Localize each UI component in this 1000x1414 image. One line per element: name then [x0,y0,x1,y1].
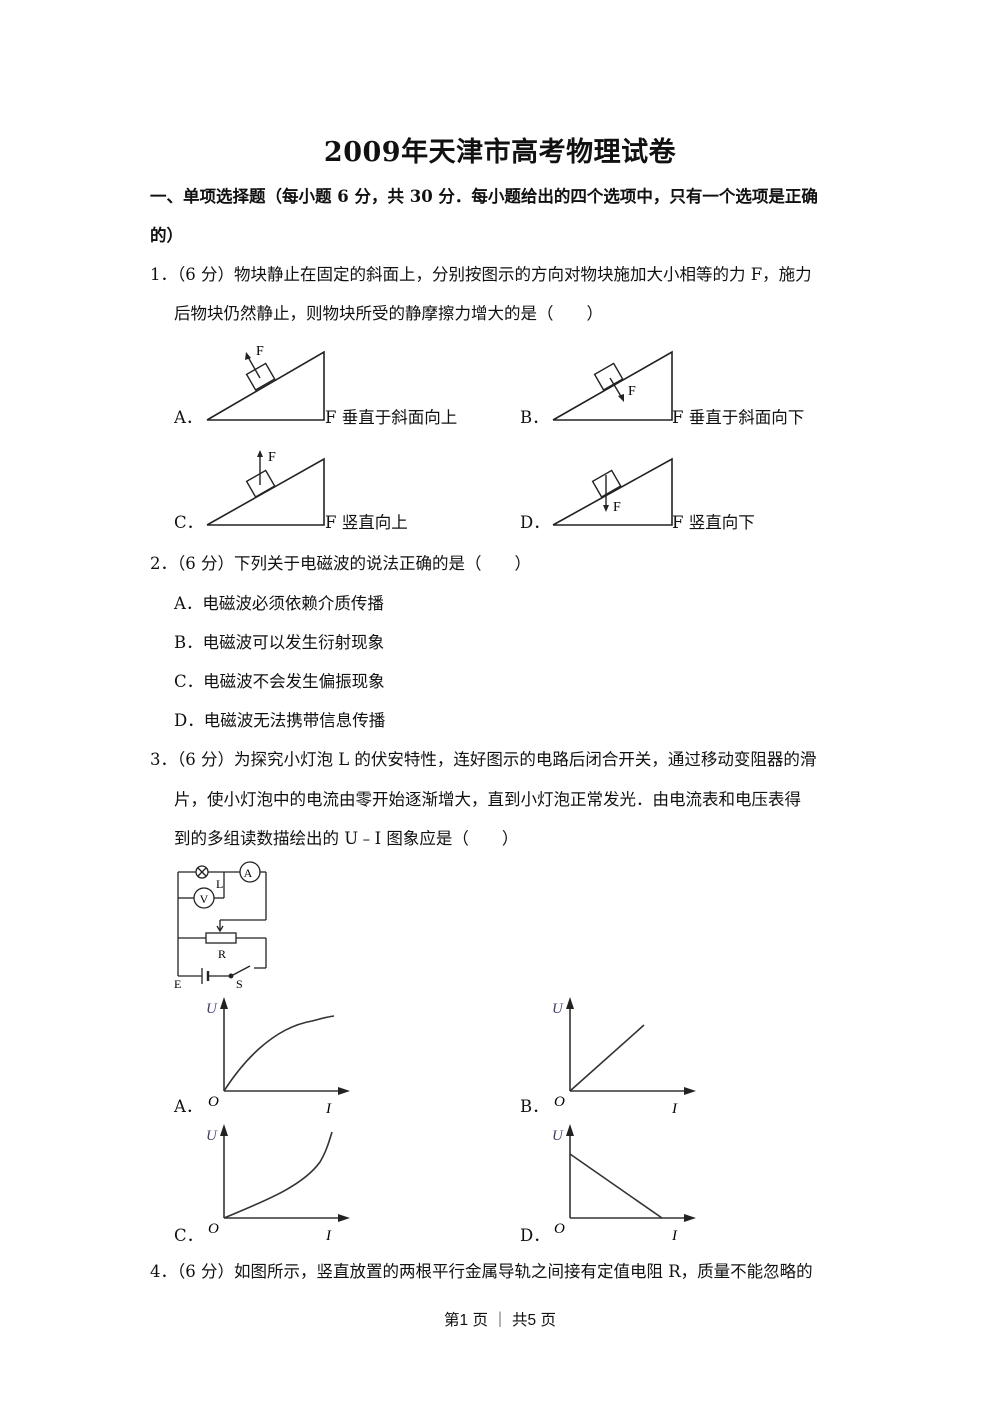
option-text: 电磁波无法携带信息传播 [203,711,386,730]
option-label: A． [174,1097,203,1116]
option-text: 电磁波不会发生偏振现象 [203,672,385,691]
svg-text:O: O [554,1221,565,1237]
svg-text:U: U [206,1128,218,1144]
q3-stem-line3: 到的多组读数描绘出的 U﹣I 图象应是（ ） [174,829,519,848]
q2-option-d[interactable]: D．电磁波无法携带信息传播 [174,707,385,731]
option-label: D． [174,711,204,730]
svg-text:I: I [671,1101,678,1115]
option-label: B． [174,633,203,652]
option-text: 电磁波必须依赖介质传播 [202,594,384,613]
incline-diagram-icon: F [552,457,673,526]
ui-graph-icon: U O I [206,1124,350,1244]
option-caption: F 竖直向上 [325,513,408,532]
option-label: C． [174,1226,204,1245]
incline-diagram-icon: F [206,450,325,526]
q2-stem: 2．（6 分）下列关于电磁波的说法正确的是（ ） [150,554,531,573]
svg-text:F: F [628,384,636,399]
option-label: C． [174,672,204,691]
option-label: D． [520,513,550,532]
q2-option-a[interactable]: A．电磁波必须依赖介质传播 [174,590,384,614]
svg-text:I: I [671,1228,678,1244]
svg-text:V: V [200,892,209,906]
svg-text:O: O [208,1221,219,1237]
q1-option-c[interactable]: C． F F 竖直向上 [174,445,494,532]
option-label: A． [174,594,203,613]
circuit-diagram-icon: A V L R E S [174,861,267,988]
q1-option-d[interactable]: D． F F 竖直向下 [520,445,840,532]
option-label: B． [520,1097,549,1116]
q1-stem-line1: 1．（6 分）物块静止在固定的斜面上，分别按图示的方向对物块施加大小相等的力 F… [150,265,812,284]
option-label: C． [174,513,204,532]
svg-text:R: R [218,947,226,961]
q1-stem-line2: 后物块仍然静止，则物块所受的静摩擦力增大的是（ ） [174,304,603,323]
q3-option-d[interactable]: D． U O I [520,1122,720,1245]
svg-text:U: U [552,1001,564,1017]
svg-text:I: I [325,1101,332,1115]
q2-option-c[interactable]: C．电磁波不会发生偏振现象 [174,668,385,692]
svg-text:F: F [256,344,264,359]
svg-text:A: A [244,866,253,880]
q2-option-b[interactable]: B．电磁波可以发生衍射现象 [174,629,384,653]
q3-stem-line1: 3．（6 分）为探究小灯泡 L 的伏安特性，连好图示的电路后闭合开关，通过移动变… [150,750,817,769]
option-label: B． [520,408,549,427]
q3-option-c[interactable]: C． U O I [174,1122,374,1245]
svg-text:L: L [216,877,223,891]
q3-stem-line2: 片，使小灯泡中的电流由零开始逐渐增大，直到小灯泡正常发光．由电流表和电压表得 [174,790,801,809]
svg-text:F: F [613,500,621,515]
svg-text:O: O [554,1094,565,1110]
option-caption: F 竖直向下 [672,513,755,532]
q4-stem-line1: 4．（6 分）如图所示，竖直放置的两根平行金属导轨之间接有定值电阻 R，质量不能… [150,1262,813,1281]
svg-text:U: U [206,1001,218,1017]
ui-graph-icon: U O I [552,1124,696,1244]
svg-text:F: F [268,450,276,465]
svg-text:O: O [208,1094,219,1110]
q3-option-a[interactable]: A． U O I [174,993,374,1116]
section-heading: 一、单项选择题（每小题 6 分，共 30 分．每小题给出的四个选项中，只有一个选… [150,187,818,206]
option-text: 电磁波可以发生衍射现象 [202,633,385,652]
incline-diagram-icon: F [206,344,325,421]
incline-diagram-icon: F [552,350,673,421]
q3-option-b[interactable]: B． U O I [520,993,720,1116]
option-caption: F 垂直于斜面向上 [325,408,458,427]
svg-text:I: I [325,1228,332,1244]
q1-option-a[interactable]: A． F F 垂直于斜面向上 [174,340,494,427]
ui-graph-icon: U O I [206,997,350,1115]
section-heading-cont: 的） [150,226,183,245]
ui-graph-icon: U O I [552,997,696,1115]
option-label: D． [520,1226,550,1245]
svg-text:U: U [552,1128,564,1144]
svg-text:S: S [236,977,243,988]
page-footer: 第1 页 ｜ 共5 页 [444,1312,556,1329]
option-caption: F 垂直于斜面向下 [672,408,805,427]
svg-text:E: E [174,977,181,988]
page-title: 2009年天津市高考物理试卷 [323,137,677,168]
option-label: A． [174,408,203,427]
q1-option-b[interactable]: B． F F 垂直于斜面向下 [520,340,840,427]
